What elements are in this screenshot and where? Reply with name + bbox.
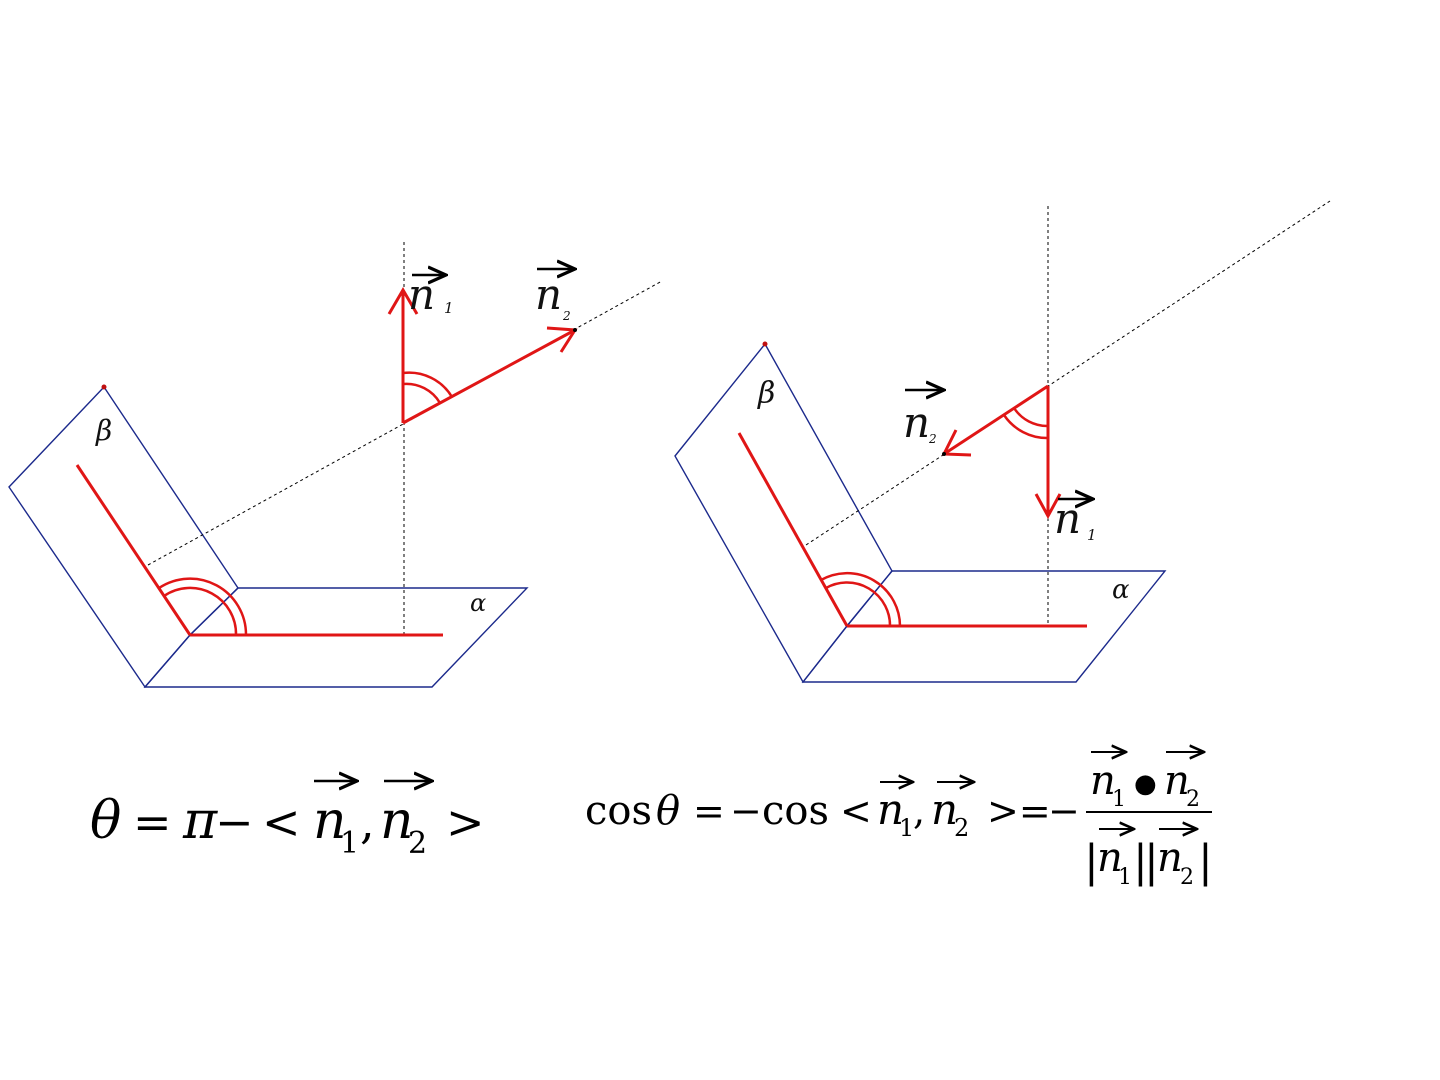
svg-text:>: > — [446, 795, 485, 849]
plane-beta — [674, 342, 893, 684]
svg-text:=: = — [693, 789, 725, 833]
normal-n2-label: n 2 — [903, 390, 944, 447]
svg-text:n: n — [380, 791, 414, 851]
normal-vector-n1-arrowhead — [387, 287, 419, 315]
svg-text:2: 2 — [954, 814, 969, 842]
svg-text:●: ● — [1134, 769, 1157, 799]
svg-text:n: n — [1097, 835, 1123, 881]
dotted-extension-line — [805, 200, 1331, 546]
svg-text:>=: >= — [987, 789, 1051, 833]
right-diagram: α β n 2 n 1 — [674, 200, 1331, 684]
svg-text:θ: θ — [90, 791, 121, 851]
normal-n2-label: n 2 — [535, 269, 575, 323]
svg-text:1: 1 — [340, 826, 359, 861]
svg-text:n: n — [408, 270, 435, 319]
svg-text:1: 1 — [444, 299, 454, 317]
normal-n1-label: n 1 — [408, 270, 454, 319]
svg-text:=: = — [133, 795, 172, 849]
red-line-beta — [75, 464, 192, 636]
svg-text:2: 2 — [562, 309, 571, 323]
dotted-extension-line — [147, 280, 663, 566]
svg-text:2: 2 — [1186, 787, 1200, 812]
svg-text:1: 1 — [1118, 865, 1132, 890]
svg-text:|: | — [1084, 836, 1099, 887]
plane-beta — [8, 385, 239, 689]
plane-beta-label: β — [95, 414, 112, 447]
svg-text:n: n — [313, 791, 347, 851]
svg-text:n: n — [1157, 835, 1183, 881]
svg-text:,: , — [360, 795, 375, 849]
svg-text:n: n — [931, 785, 958, 834]
plane-beta-label: β — [757, 376, 775, 411]
svg-text:<: < — [840, 789, 872, 833]
normal-n1-label: n 1 — [1054, 494, 1097, 544]
svg-text:n: n — [1164, 758, 1190, 804]
svg-text:,: , — [913, 789, 925, 833]
svg-text:2: 2 — [928, 432, 937, 446]
formula-left: θ = π − < n 1 , n 2 > — [90, 781, 485, 861]
dihedral-angle-arc-outer — [158, 577, 248, 636]
svg-text:cos: cos — [762, 788, 829, 834]
normals-angle-arc-inner — [402, 382, 442, 404]
svg-text:n: n — [1054, 494, 1081, 543]
normals-angle-arc-inner — [1012, 407, 1049, 428]
normals-angle-arc-outer — [1002, 414, 1049, 440]
svg-text:−: − — [1048, 789, 1080, 833]
svg-text:θ: θ — [656, 788, 680, 834]
svg-text:<: < — [262, 795, 301, 849]
svg-text:2: 2 — [408, 826, 427, 861]
svg-text:2: 2 — [1180, 865, 1194, 890]
red-line-beta — [737, 432, 849, 627]
svg-text:−: − — [215, 795, 254, 849]
dihedral-angle-arc-inner — [163, 586, 238, 636]
svg-text:|: | — [1133, 836, 1148, 887]
svg-text:1: 1 — [1087, 526, 1097, 544]
svg-text:n: n — [535, 270, 562, 319]
dihedral-angle-arc-inner — [825, 581, 892, 627]
left-diagram: α β n 1 n 2 — [8, 242, 663, 689]
plane-alpha-label: α — [470, 589, 486, 617]
svg-text:n: n — [903, 398, 930, 447]
svg-text:|: | — [1198, 836, 1213, 887]
normal-vector-n2 — [402, 328, 576, 425]
svg-text:π: π — [182, 791, 218, 851]
normals-angle-arc-outer — [402, 371, 454, 398]
svg-text:−: − — [730, 789, 762, 833]
svg-text:1: 1 — [1112, 787, 1126, 812]
svg-text:1: 1 — [899, 814, 914, 842]
svg-text:n: n — [1090, 758, 1116, 804]
svg-text:cos: cos — [585, 788, 652, 834]
normal-vector-n2 — [943, 384, 1049, 456]
dihedral-angle-arc-outer — [820, 571, 902, 627]
svg-text:n: n — [877, 785, 904, 834]
formula-right: cos θ = − cos < n 1 , n 2 >= − n 1 ● n 2… — [585, 752, 1213, 890]
normal-vector-n1-arrowhead — [1034, 493, 1062, 520]
plane-alpha-label: α — [1112, 575, 1130, 605]
svg-text:|: | — [1144, 836, 1159, 887]
